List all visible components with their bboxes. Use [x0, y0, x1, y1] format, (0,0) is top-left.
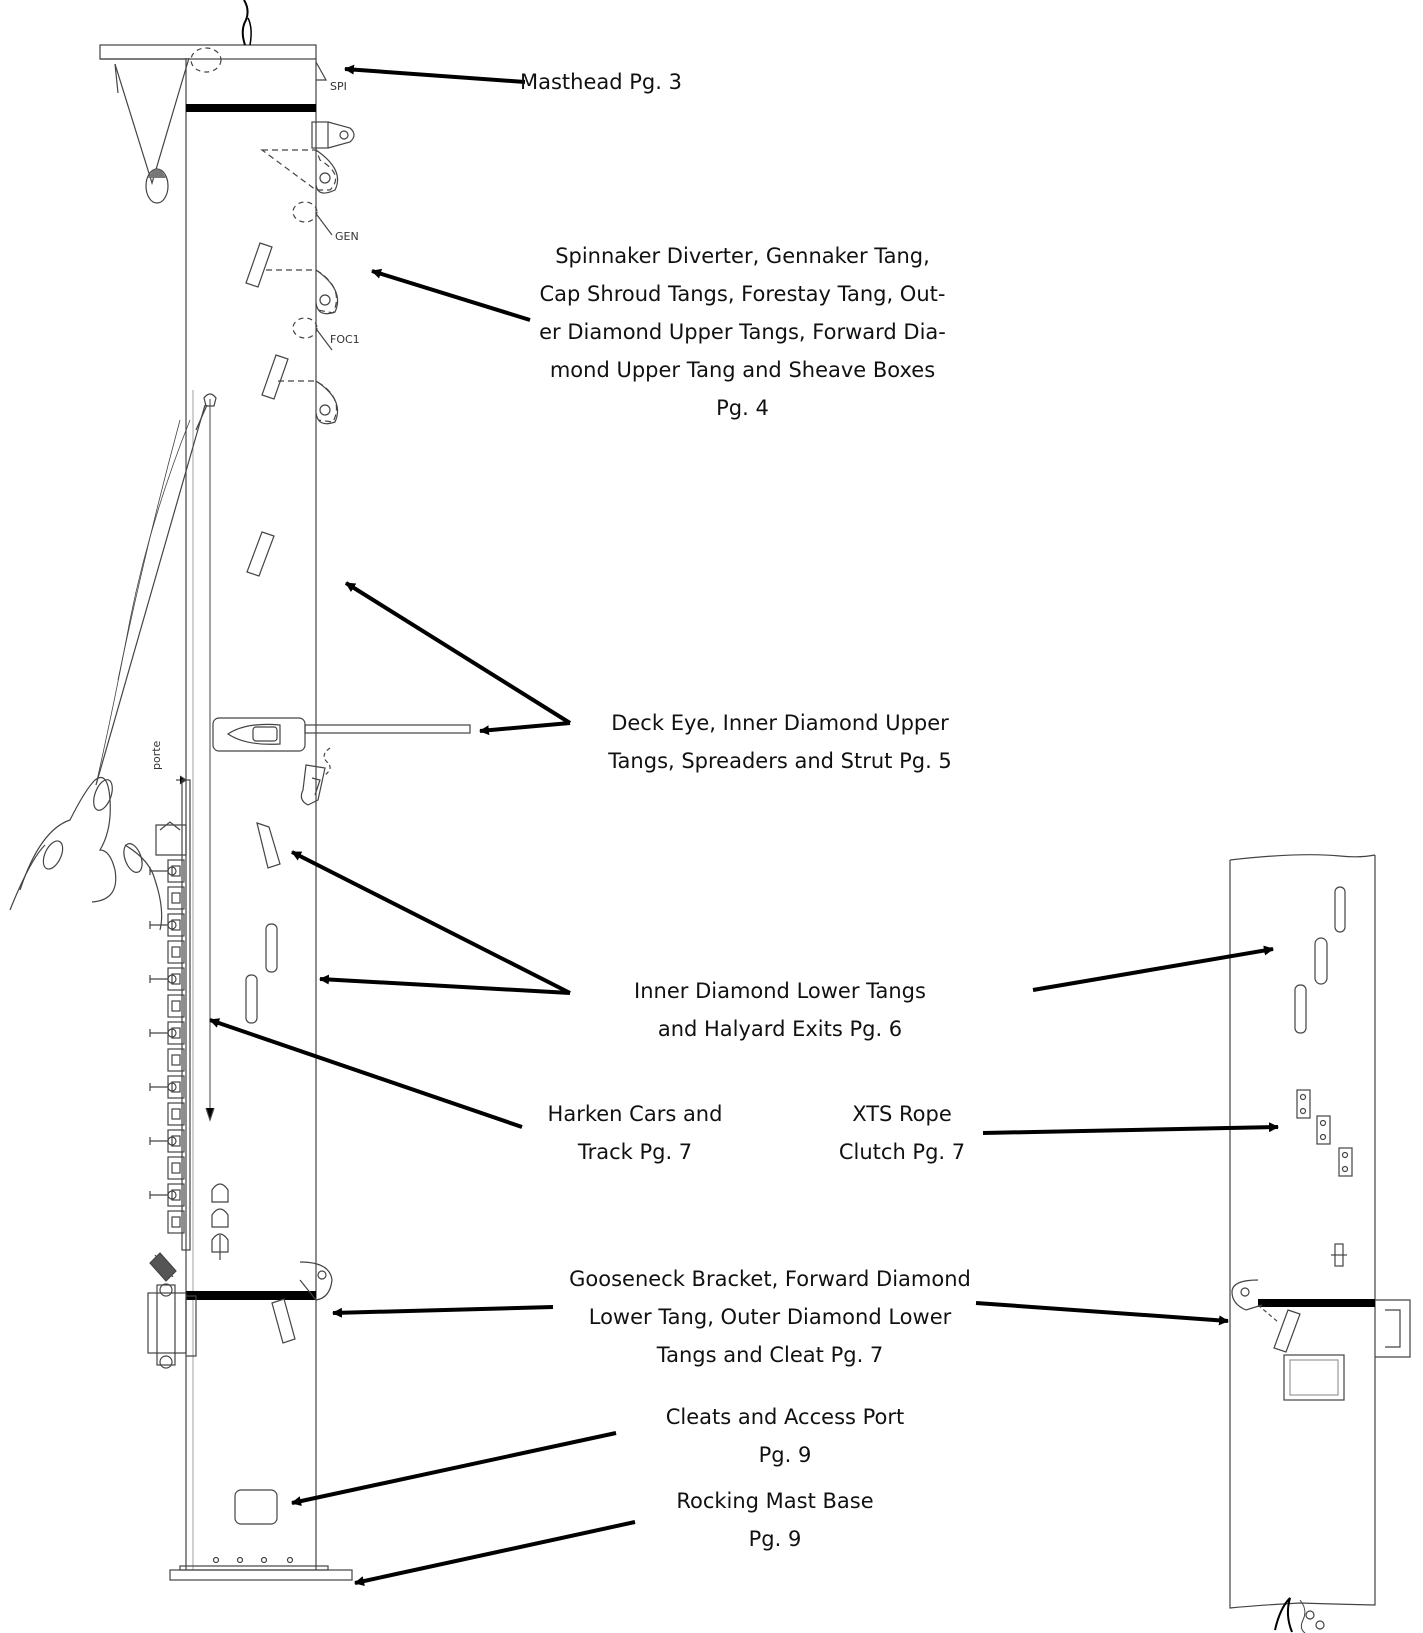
- label-deck-eye: Deck Eye, Inner Diamond Upper Tangs, Spr…: [575, 704, 985, 780]
- harken-car: [149, 1129, 185, 1153]
- label-xts-rope-clutch: XTS Rope Clutch Pg. 7: [822, 1095, 982, 1171]
- label-line: Harken Cars and: [547, 1102, 723, 1126]
- harken-car: [149, 1021, 185, 1045]
- label-line: Inner Diamond Lower Tangs: [634, 979, 926, 1003]
- track-and-cars: porte: [9, 393, 217, 1251]
- label-line: Gooseneck Bracket, Forward Diamond: [569, 1267, 971, 1291]
- spi-text: SPI: [330, 80, 347, 93]
- label-line: Cleats and Access Port: [665, 1405, 905, 1429]
- harken-car: [167, 940, 185, 964]
- label-line: Masthead Pg. 3: [520, 70, 682, 94]
- label-inner-diamond-lower: Inner Diamond Lower Tangs and Halyard Ex…: [590, 972, 970, 1048]
- label-line: XTS Rope: [852, 1102, 952, 1126]
- harken-car: [167, 886, 185, 910]
- label-line: Tangs, Spreaders and Strut Pg. 5: [608, 749, 952, 773]
- label-line: Pg. 4: [716, 396, 769, 420]
- gen-text: GEN: [335, 230, 359, 243]
- label-line: Deck Eye, Inner Diamond Upper: [611, 711, 949, 735]
- leader-arrows: [209, 64, 1279, 1586]
- label-cleats-access-port: Cleats and Access Port Pg. 9: [625, 1398, 945, 1474]
- label-gooseneck: Gooseneck Bracket, Forward Diamond Lower…: [550, 1260, 990, 1374]
- main-mast: SPI GEN FOC1: [99, 0, 471, 1581]
- foc1-text: FOC1: [330, 333, 360, 346]
- label-harken-cars: Harken Cars and Track Pg. 7: [525, 1095, 745, 1171]
- right-mast-detail: [1229, 854, 1411, 1633]
- harken-car: [149, 1183, 185, 1207]
- harken-car: [167, 1156, 185, 1180]
- harken-car: [167, 1102, 185, 1126]
- porte-text: porte: [150, 740, 163, 770]
- harken-car: [167, 1210, 185, 1234]
- harken-car: [167, 1048, 185, 1072]
- label-line: Rocking Mast Base: [676, 1489, 874, 1513]
- label-line: er Diamond Upper Tangs, Forward Dia-: [539, 320, 946, 344]
- label-line: Lower Tang, Outer Diamond Lower: [588, 1305, 952, 1329]
- label-line: Track Pg. 7: [577, 1140, 693, 1164]
- label-line: Spinnaker Diverter, Gennaker Tang,: [555, 244, 930, 268]
- label-line: and Halyard Exits Pg. 6: [657, 1017, 903, 1041]
- label-line: Clutch Pg. 7: [838, 1140, 966, 1164]
- harken-car: [149, 913, 185, 937]
- label-spinnaker-diverter: Spinnaker Diverter, Gennaker Tang, Cap S…: [515, 237, 970, 427]
- label-line: mond Upper Tang and Sheave Boxes: [549, 358, 936, 382]
- label-line: Pg. 9: [758, 1443, 812, 1467]
- harken-car: [149, 1075, 185, 1099]
- harken-car: [167, 994, 185, 1018]
- label-masthead: Masthead Pg. 3: [520, 63, 682, 101]
- label-rocking-mast-base: Rocking Mast Base Pg. 9: [640, 1482, 910, 1558]
- label-line: Cap Shroud Tangs, Forestay Tang, Out-: [539, 282, 946, 306]
- label-line: Pg. 9: [748, 1527, 802, 1551]
- label-line: Tangs and Cleat Pg. 7: [656, 1343, 884, 1367]
- harken-car: [149, 967, 185, 991]
- harken-car: [149, 859, 185, 883]
